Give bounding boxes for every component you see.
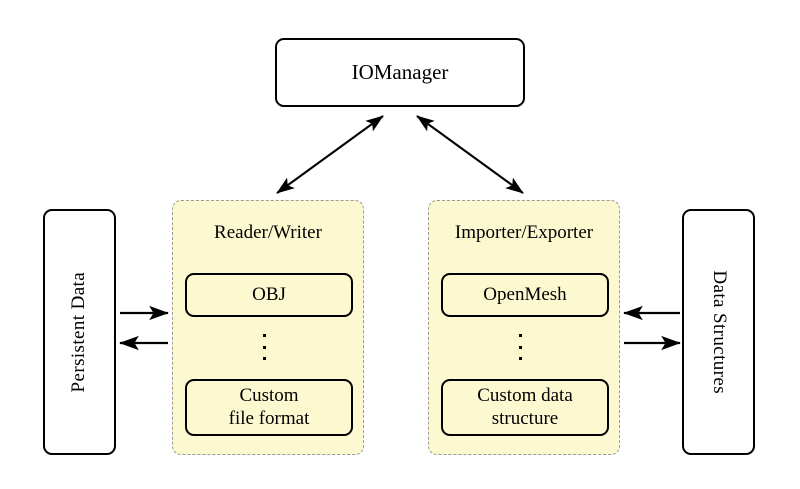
node-iomanager[interactable]: IOManager [275,38,525,107]
node-openmesh[interactable]: OpenMesh [441,273,609,317]
group-importer-exporter[interactable]: Importer/Exporter OpenMesh Custom data s… [428,200,620,455]
ellipsis-reader-writer [262,334,266,360]
ellipsis-importer-exporter [518,334,522,360]
node-openmesh-label: OpenMesh [483,283,567,305]
node-custom-file-format-label-line1: Custom [239,385,299,407]
node-custom-data-structure[interactable]: Custom data structure [441,379,609,436]
node-iomanager-label: IOManager [351,60,449,85]
node-obj-label: OBJ [252,283,286,305]
node-custom-file-format-label-line2: file format [228,407,310,429]
node-custom-data-structure-label-line1: Custom data [477,385,573,407]
node-persistent-data-label: Persistent Data [68,271,90,393]
node-data-structures[interactable]: Data Structures [682,209,755,455]
node-custom-data-structure-label-line2: structure [491,407,559,429]
node-data-structures-label: Data Structures [708,270,730,394]
edge-iomanager-importerexporter [416,115,524,194]
group-reader-writer[interactable]: Reader/Writer OBJ Custom file format [172,200,364,455]
node-obj[interactable]: OBJ [185,273,353,317]
node-persistent-data[interactable]: Persistent Data [43,209,116,455]
node-custom-file-format[interactable]: Custom file format [185,379,353,436]
group-reader-writer-title: Reader/Writer [214,222,322,243]
edge-iomanager-readerwriter [276,115,384,194]
group-importer-exporter-title: Importer/Exporter [454,222,594,243]
